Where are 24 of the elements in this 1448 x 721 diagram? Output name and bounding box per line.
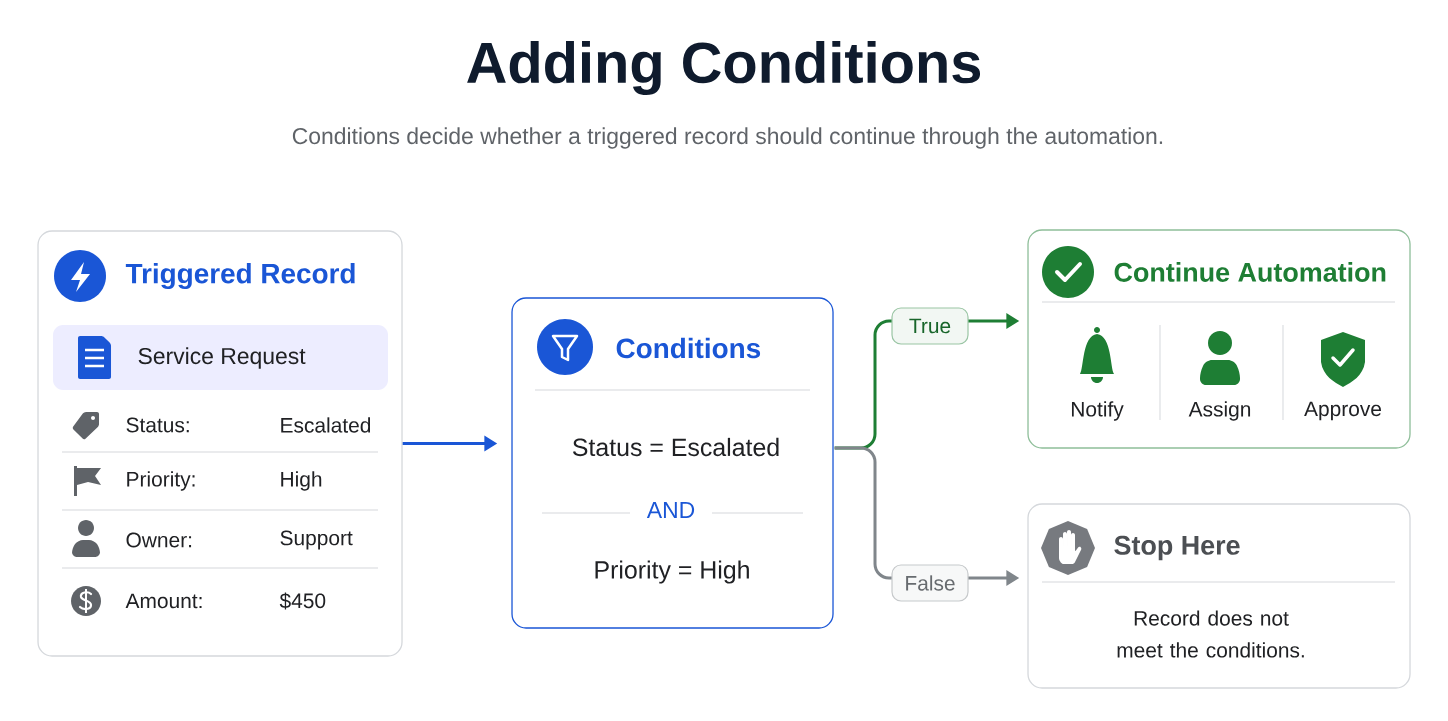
card-title: Triggered Record [125,262,355,290]
edge-label: False [891,564,969,602]
title: Adding Conditions [467,40,981,96]
field-value: Escalated [281,417,371,433]
field-value: High [281,471,322,491]
condition: Priority = High [595,560,749,584]
subtitle: Conditions decide whether a triggered record should continue through the automation. [292,127,1163,149]
action-label: Notify [1072,401,1124,421]
card-title: Conditions [616,337,761,359]
operator: AND [646,502,695,518]
field-name: Amount: [125,593,202,609]
action-label: Assign [1188,401,1251,421]
condition: Status = Escalated [572,437,779,457]
card-title: Continue Automation [1114,262,1386,282]
card-text: Record does not meet the conditions. [1117,610,1304,658]
field-name: Priority: [127,471,195,491]
record-name: Service Request [138,347,306,369]
action-label: Approve [1304,401,1382,421]
card-title: Stop Here [1114,535,1240,561]
field-value: Support [280,530,353,550]
field-value: $450 [279,592,326,610]
field-name: Status: [126,417,189,433]
edge-label: True [891,307,969,345]
field-name: Owner: [126,532,192,548]
